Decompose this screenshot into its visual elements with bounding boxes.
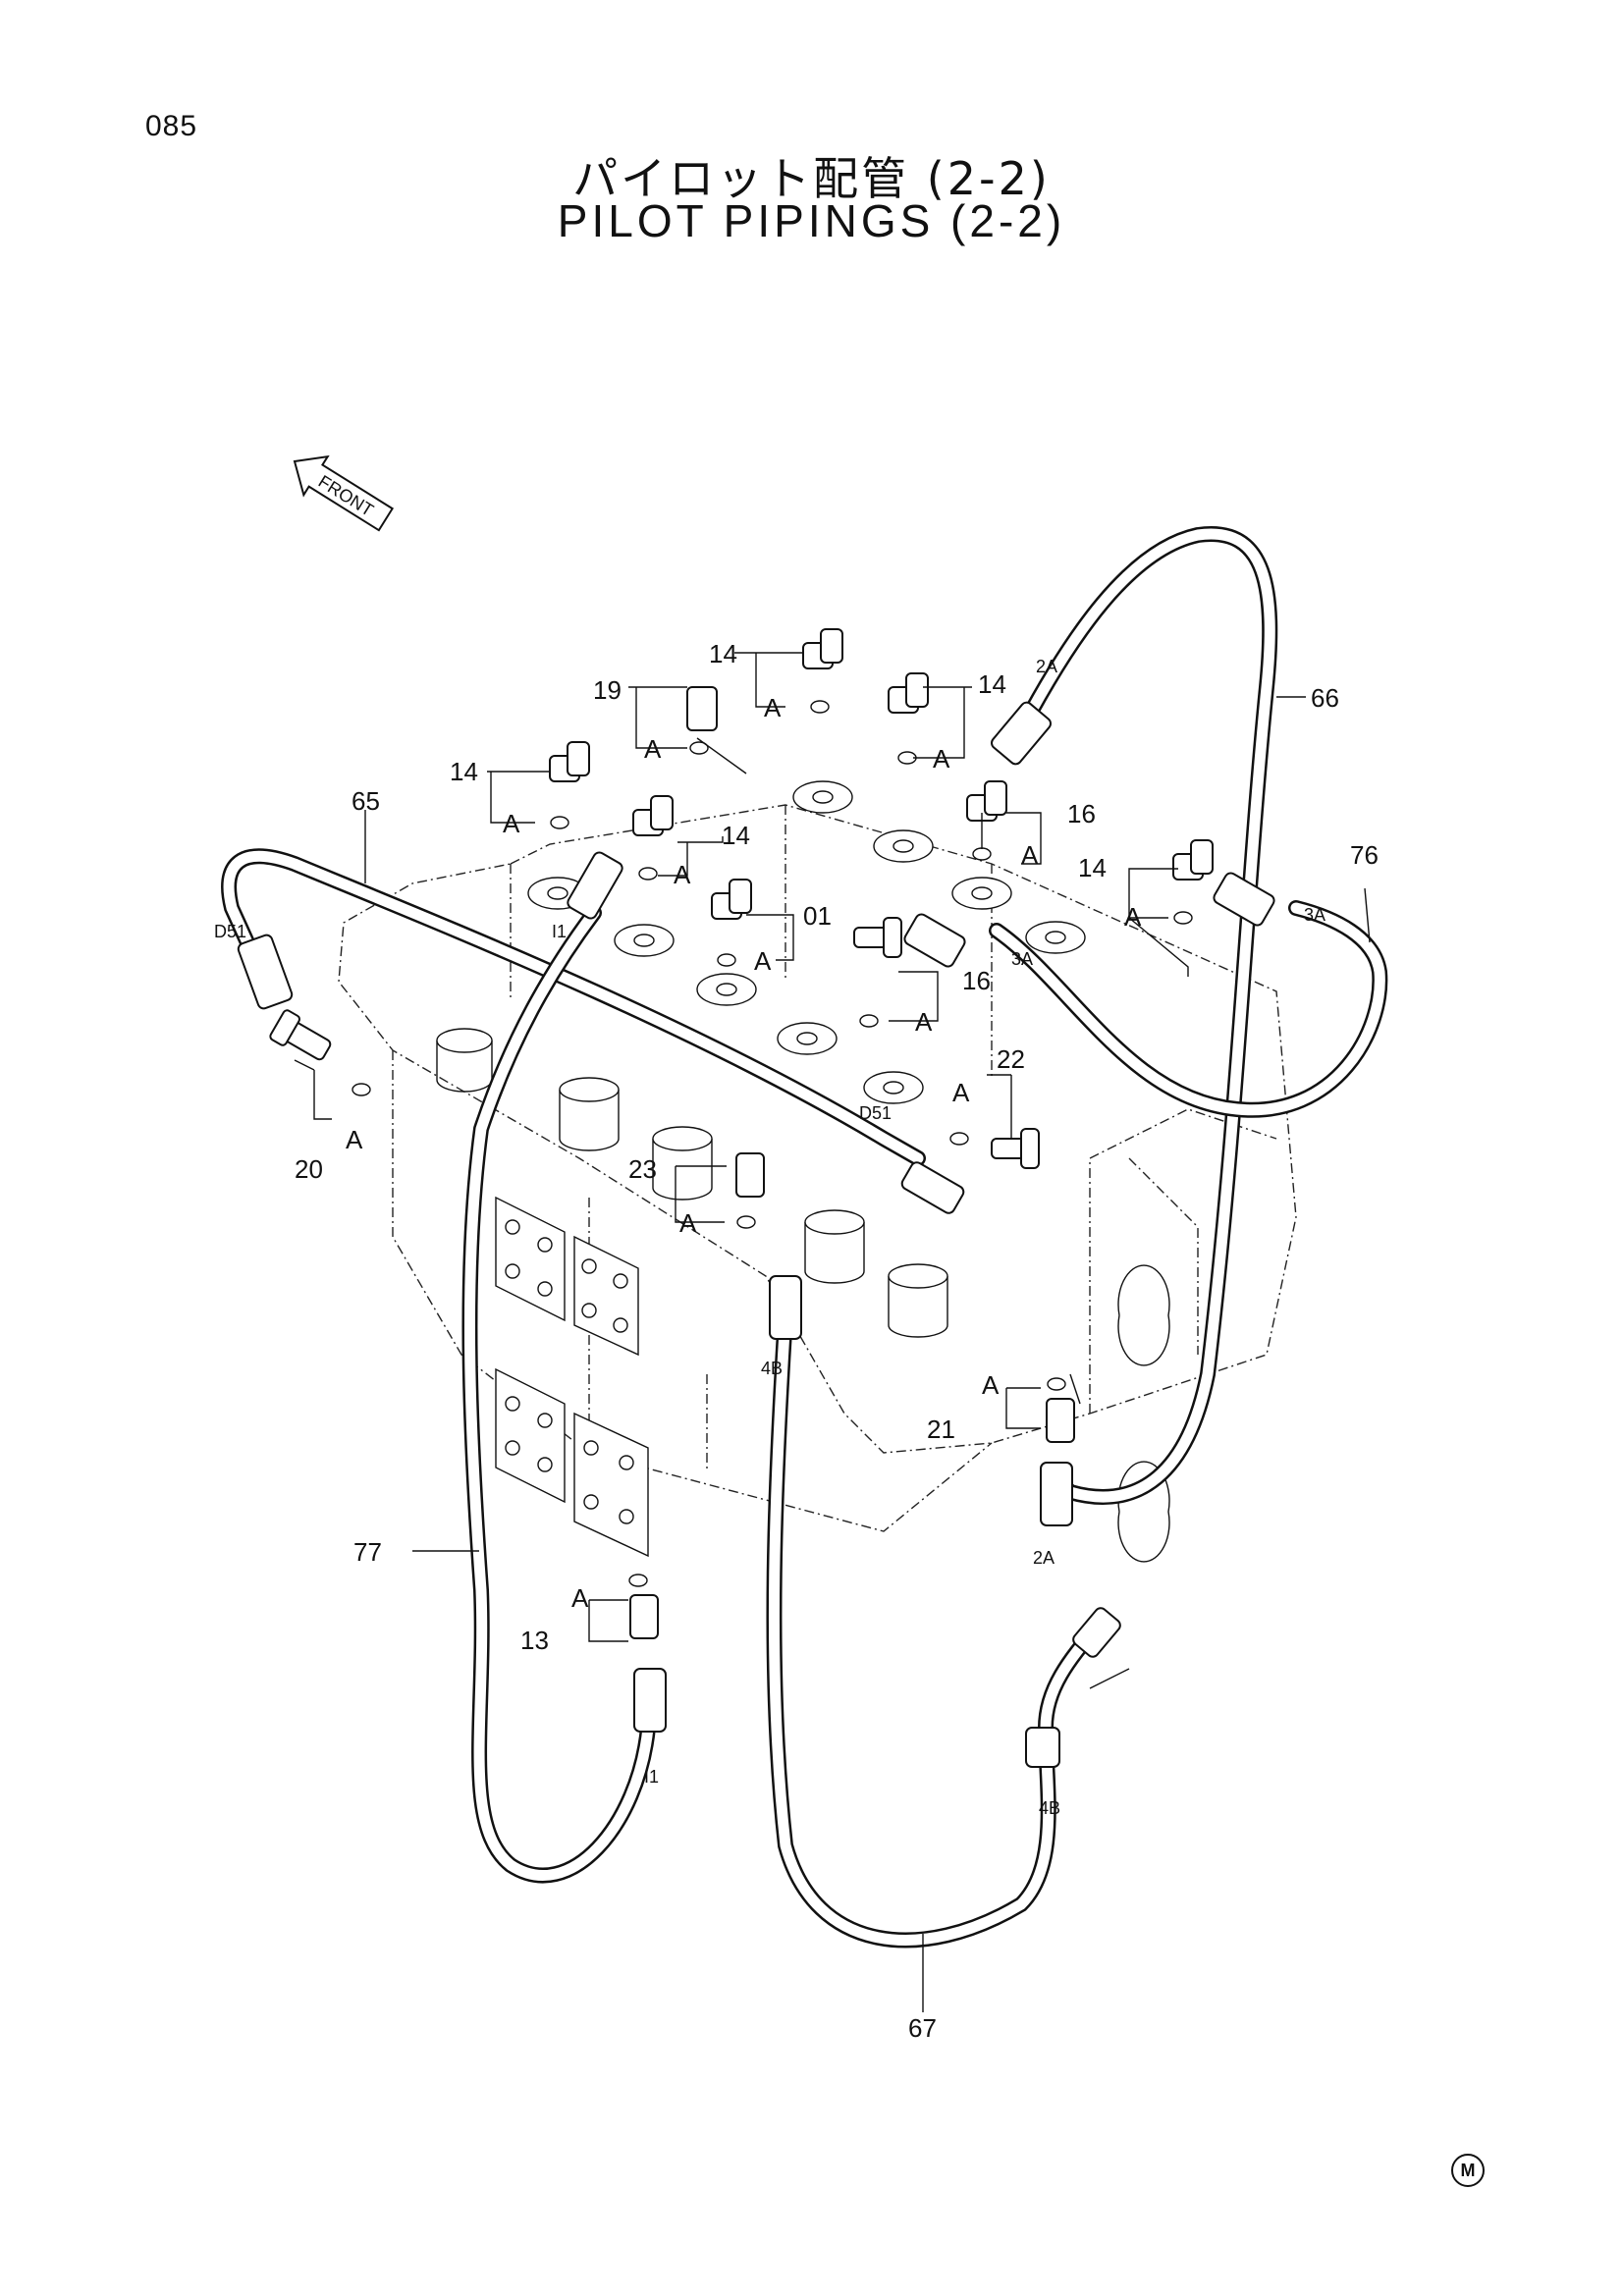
hose-66 xyxy=(1015,526,1278,1505)
ref-a: A xyxy=(915,1007,933,1037)
ref-a: A xyxy=(754,946,772,976)
tag-d51: D51 xyxy=(859,1103,892,1123)
ref-a: A xyxy=(952,1078,970,1107)
label-14: 14 xyxy=(722,821,750,850)
tag-3a: 3A xyxy=(1011,949,1033,969)
title-english: PILOT PIPINGS (2-2) xyxy=(557,195,1066,246)
label-76: 76 xyxy=(1350,840,1379,870)
ref-a-labels: A A A A A A A A A A A A A A xyxy=(346,693,1142,1613)
ref-a: A xyxy=(644,734,662,764)
page-number: 085 xyxy=(145,110,198,142)
ref-a: A xyxy=(679,1208,697,1238)
label-16: 16 xyxy=(1067,799,1096,828)
tag-i1: I1 xyxy=(644,1767,659,1787)
ref-a: A xyxy=(933,744,950,774)
control-valve-body xyxy=(338,780,1297,1563)
leader-lines xyxy=(294,652,1371,2012)
label-16: 16 xyxy=(962,966,991,995)
label-14: 14 xyxy=(709,639,737,668)
label-14: 14 xyxy=(450,757,478,786)
ref-a: A xyxy=(1021,840,1039,870)
label-14: 14 xyxy=(1078,853,1107,882)
label-20: 20 xyxy=(295,1154,323,1184)
tag-i1: I1 xyxy=(552,922,567,941)
ref-a: A xyxy=(571,1583,589,1613)
hose-76 xyxy=(989,900,1388,1118)
ref-a: A xyxy=(674,860,691,889)
label-65: 65 xyxy=(352,786,380,816)
fitting-elbows xyxy=(269,628,1214,1639)
label-21: 21 xyxy=(927,1415,955,1444)
ref-a: A xyxy=(1124,902,1142,932)
tag-2a: 2A xyxy=(1033,1548,1055,1568)
label-19: 19 xyxy=(593,675,622,705)
hose-65 xyxy=(221,848,926,1166)
hose-fittings xyxy=(237,701,1275,1768)
ref-a: A xyxy=(503,809,520,838)
label-77: 77 xyxy=(353,1537,382,1567)
tag-4b: 4B xyxy=(1039,1798,1060,1818)
ref-a: A xyxy=(982,1370,1000,1400)
label-01: 01 xyxy=(803,901,832,931)
front-arrow-icon: FRONT xyxy=(293,454,395,532)
hose-77 xyxy=(461,905,656,1884)
label-14: 14 xyxy=(978,669,1006,699)
label-66: 66 xyxy=(1311,683,1339,713)
hose-end-tags: D51 D51 I1 I1 2A 2A 3A 3A 4B 4B xyxy=(214,657,1325,1818)
tag-3a: 3A xyxy=(1304,905,1325,925)
ref-a: A xyxy=(764,693,782,722)
title-japanese: パイロット配管 (2-2) xyxy=(572,152,1051,205)
corner-mark: M xyxy=(1451,2154,1485,2187)
part-labels: 14 19 14 14 16 14 14 01 16 22 20 23 21 1… xyxy=(295,639,1379,2043)
label-67: 67 xyxy=(908,2013,937,2043)
tag-4b: 4B xyxy=(761,1359,783,1378)
label-22: 22 xyxy=(997,1044,1025,1074)
label-23: 23 xyxy=(628,1154,657,1184)
label-13: 13 xyxy=(520,1626,549,1655)
tag-2a: 2A xyxy=(1036,657,1057,676)
ref-a: A xyxy=(346,1125,363,1154)
o-rings xyxy=(352,700,1193,1587)
tag-d51: D51 xyxy=(214,922,246,941)
